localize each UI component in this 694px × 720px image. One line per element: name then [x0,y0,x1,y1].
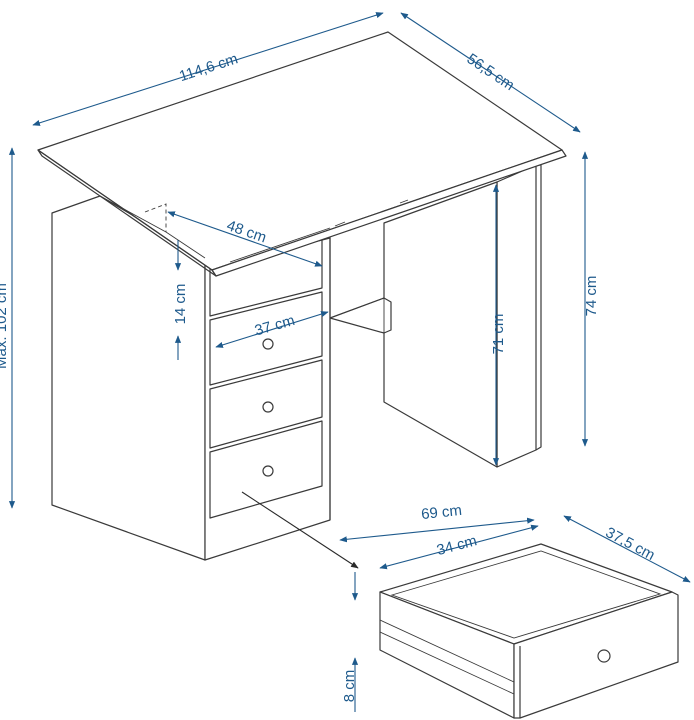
label-top-width: 114,6 cm [177,50,240,85]
pull-out-arrow [241,491,359,569]
desk-modesty-rail [329,297,392,334]
pulled-drawer-knob [597,649,611,663]
drawer-2-knob [262,401,274,413]
label-leg-height: 71 cm [490,314,507,355]
label-knee-width: 69 cm [420,502,462,523]
desk-left-side [51,195,206,561]
desk-knee-panel [383,181,498,468]
label-drawer-height: 8 cm [341,670,358,703]
drawer-3-knob [262,465,274,477]
label-drawer-width: 34 cm [435,532,479,559]
pulled-drawer [379,543,679,719]
pulled-drawer-front [513,591,679,719]
label-top-depth: 56,5 cm [464,50,518,94]
label-shelf-height: 14 cm [172,284,189,325]
dimension-lines [8,12,691,712]
label-drawer-depth: 37,5 cm [603,524,658,564]
label-height: 74 cm [583,276,600,317]
label-max-height: Máx. 102 cm [0,283,10,369]
drawer-1-knob [262,338,274,350]
desk [37,31,567,561]
desk-top-support [144,203,167,232]
